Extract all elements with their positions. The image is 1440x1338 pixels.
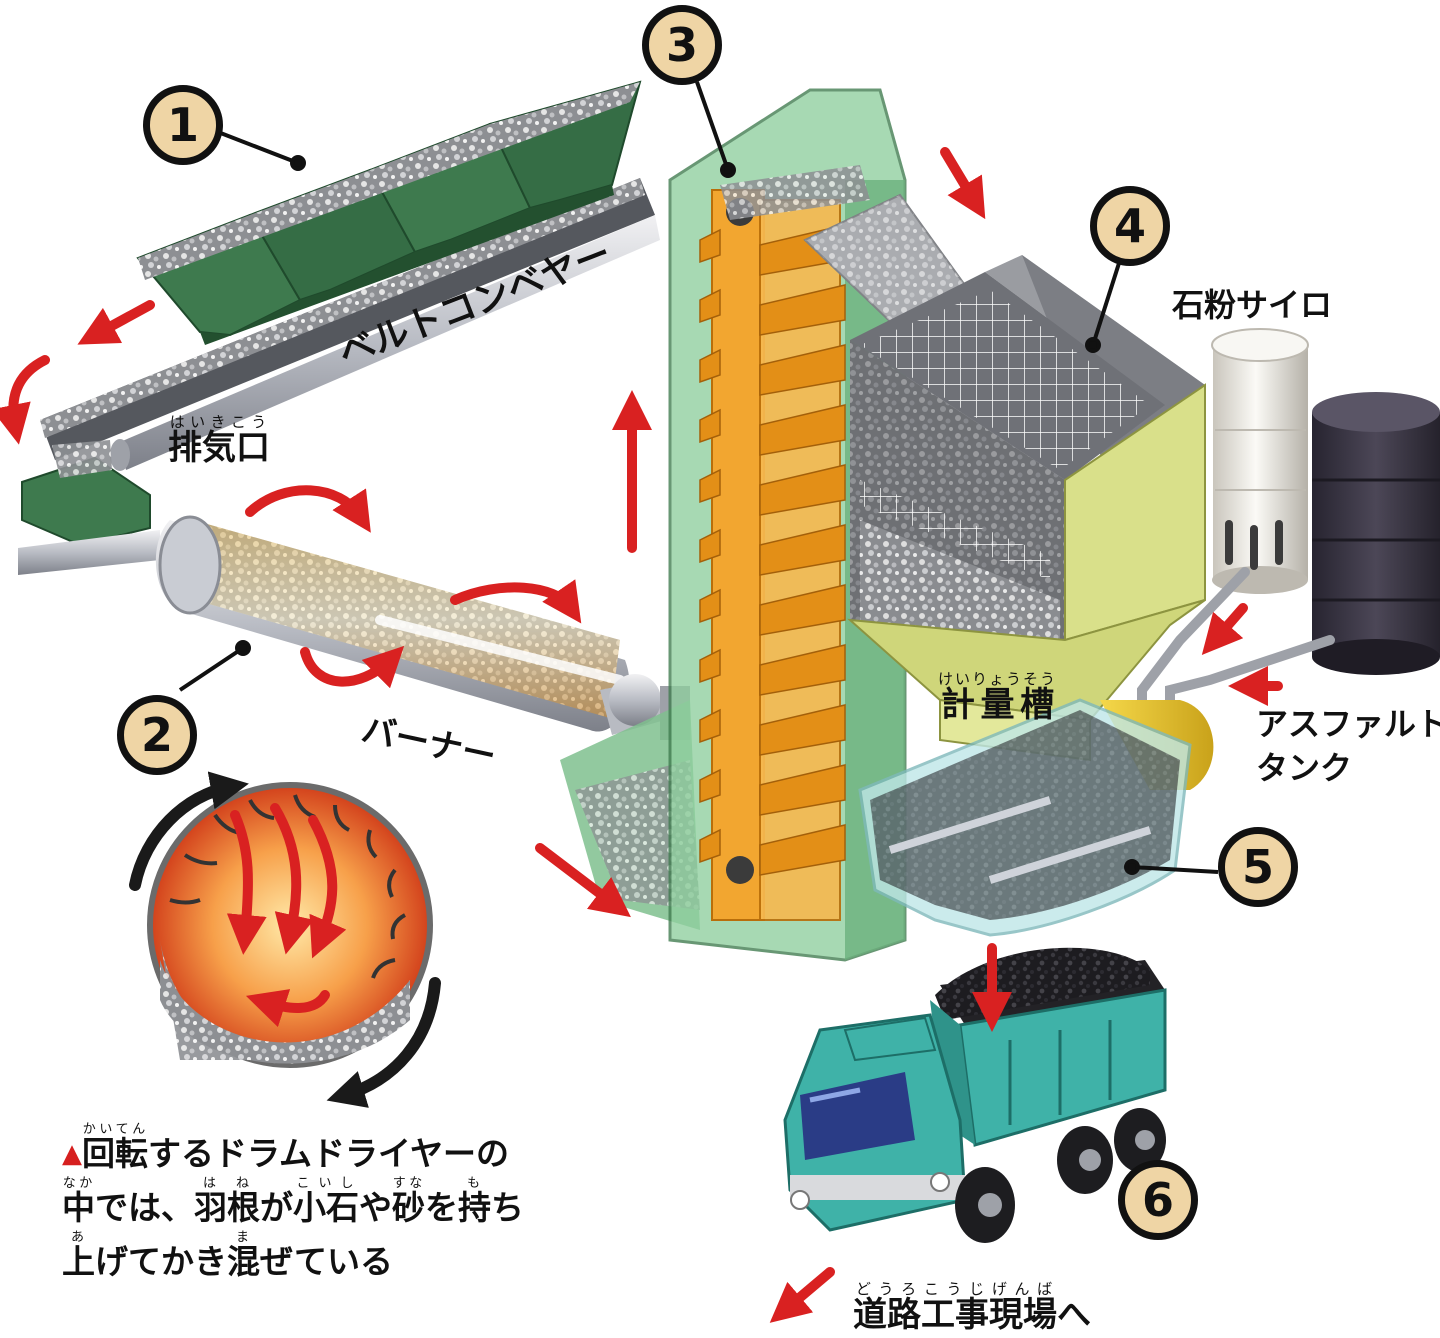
asphalt-tank	[1312, 392, 1440, 675]
belt-conveyor	[40, 178, 660, 471]
asphalt-tank-label: アスファルト タンク	[1256, 702, 1440, 790]
arrow-to-screen	[940, 147, 986, 220]
arrow-to-elevator	[535, 843, 631, 918]
arrow-inset-4	[245, 989, 330, 1028]
caption-t6: ち	[491, 1188, 524, 1227]
caption-w8: 混	[227, 1242, 260, 1281]
rotation-arrows	[129, 771, 441, 1108]
caption-r4: こいし	[293, 1176, 359, 1191]
asphalt-tank-label-line1: アスファルト	[1256, 705, 1440, 743]
caption-r8: ま	[227, 1230, 260, 1245]
caption-r5: すな	[392, 1176, 425, 1191]
caption-r7: あ	[62, 1230, 95, 1245]
exhaust-label: 排気口はいきこう	[168, 413, 270, 469]
caption-r1: かいてん	[82, 1122, 148, 1137]
caption-t1: するドラムドライヤーの	[148, 1134, 510, 1173]
exhaust-chute	[18, 440, 160, 575]
flow-arrows	[0, 147, 1283, 1323]
stone-powder-silo	[1211, 328, 1309, 594]
asphalt-tank-label-line2: タンク	[1256, 749, 1353, 787]
drum-dryer	[155, 515, 690, 740]
dump-truck	[783, 947, 1167, 1243]
arrow-inset-2	[270, 803, 314, 955]
caption-w2: 中	[62, 1188, 95, 1227]
arrow-inset-1	[226, 810, 267, 955]
step-3-badge: 3	[642, 5, 722, 85]
arrow-silo-feed	[1201, 603, 1248, 656]
arrow-drum-rot-3	[300, 645, 405, 689]
caption-w1: 回転	[82, 1134, 148, 1173]
step-1-badge: 1	[143, 85, 223, 165]
caption-t3: が	[260, 1188, 293, 1227]
exhaust-label-base: 排気口	[168, 428, 270, 468]
arrow-conveyor-down	[0, 355, 50, 445]
caption-t2: では、	[95, 1188, 194, 1227]
step-2-badge: 2	[117, 695, 197, 775]
caption-w5: 砂	[392, 1188, 425, 1227]
pugmill-mixer	[858, 698, 1214, 937]
caption-marker: ▲	[62, 1139, 82, 1169]
step-4-badge: 4	[1090, 186, 1170, 266]
screen-and-bins	[847, 255, 1206, 762]
caption-t8: ぜている	[260, 1242, 393, 1281]
to-road-site-ruby: どうろこうじげんば	[853, 1280, 1057, 1298]
drum-caption: ▲回転かいてんするドラムドライヤーの 中なかでは、羽根はねが小石こいしや砂すなを…	[62, 1122, 542, 1289]
weighing-tank-label-base: 計量槽	[938, 685, 1057, 725]
arrow-inset-3	[308, 815, 347, 959]
aggregate-bins	[136, 80, 642, 345]
to-road-site-suffix: へ	[1057, 1295, 1091, 1335]
weighing-tank-label: 計量槽けいりょうそう	[938, 670, 1057, 726]
arrow-conveyor-left	[77, 300, 155, 345]
caption-w3: 羽根	[194, 1188, 260, 1227]
arrow-to-site	[769, 1267, 835, 1323]
exhaust-label-ruby: はいきこう	[168, 413, 270, 431]
to-road-site-label: 道路工事現場どうろこうじげんばへ	[853, 1280, 1091, 1336]
step-6-badge: 6	[1118, 1160, 1198, 1240]
caption-w7: 上	[62, 1242, 95, 1281]
callout-lines	[178, 81, 1219, 875]
caption-w6: 持	[458, 1188, 491, 1227]
arrow-drum-rot-2	[450, 579, 582, 624]
caption-w4: 小石	[293, 1188, 359, 1227]
step-5-badge: 5	[1218, 827, 1298, 907]
stone-powder-silo-label: 石粉サイロ	[1172, 286, 1333, 324]
arrow-drum-rot-1	[245, 485, 371, 533]
caption-t7: げてかき	[95, 1242, 227, 1281]
to-road-site-base: 道路工事現場	[853, 1295, 1057, 1335]
caption-t4: や	[359, 1188, 392, 1227]
caption-r2: なか	[62, 1176, 95, 1191]
caption-t5: を	[425, 1188, 458, 1227]
caption-r3: はね	[194, 1176, 260, 1191]
caption-r6: も	[458, 1176, 491, 1191]
weighing-tank-label-ruby: けいりょうそう	[938, 670, 1058, 688]
